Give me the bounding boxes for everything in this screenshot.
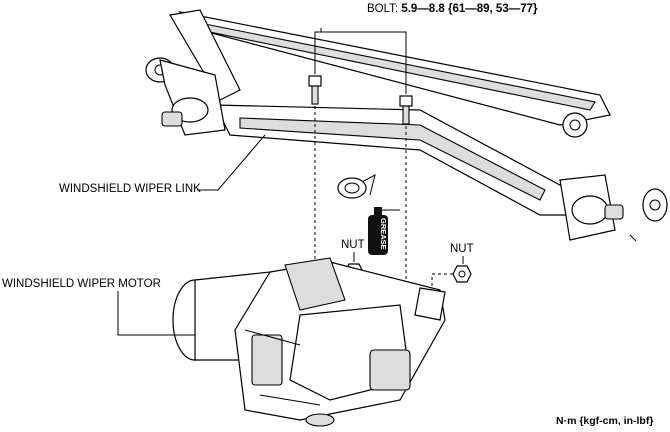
bolt-torque-callout: BOLT: 5.9—8.8 {61—89, 53—77} [367, 3, 538, 16]
wiper-link-label: WINDSHIELD WIPER LINK [59, 183, 201, 195]
nut-right [431, 256, 472, 290]
bolt-torque-value: 5.9—8.8 {61—89, 53—77} [401, 3, 538, 15]
wiper-motor-leader [117, 291, 195, 336]
bolt-leader [314, 28, 407, 94]
wiper-motor-label: WINDSHIELD WIPER MOTOR [2, 278, 161, 290]
windshield-wiper-motor [172, 257, 446, 427]
wiper-link-leader [197, 134, 266, 191]
grease-can-icon: GREASE [368, 207, 400, 255]
nut-right-label: NUT [450, 243, 474, 255]
windshield-wiper-link [145, 9, 668, 242]
bolt-left [308, 75, 322, 105]
torque-units: N·m {kgf-cm, in-lbf} [556, 415, 654, 427]
bolt-right [399, 95, 413, 125]
bolt-label: BOLT: [367, 3, 399, 15]
grease-label: GREASE [379, 218, 388, 250]
bushing [337, 174, 376, 199]
nut-left-label: NUT [341, 239, 365, 251]
